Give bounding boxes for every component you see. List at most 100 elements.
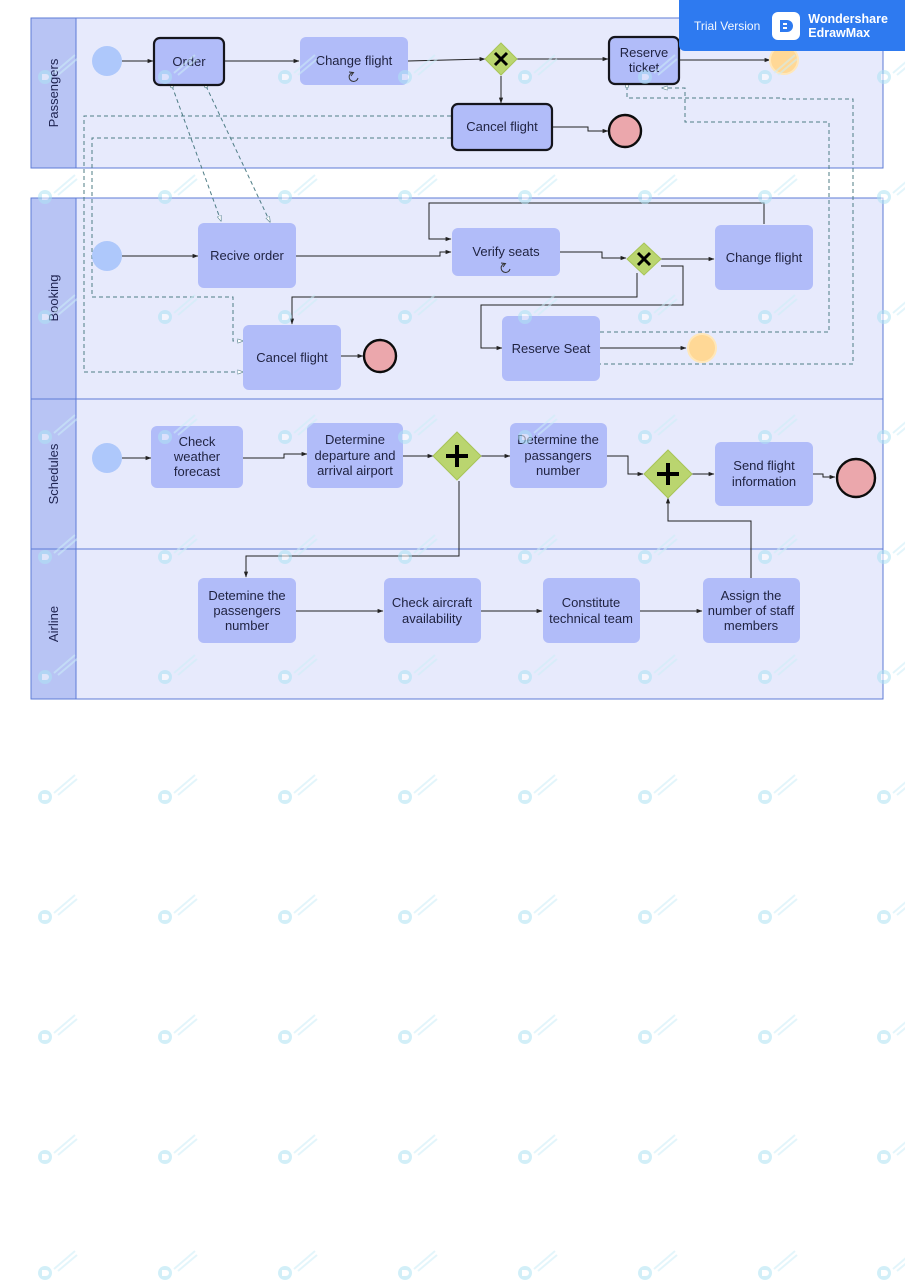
intermediate-event-booking[interactable] (687, 333, 717, 363)
edrawmax-watermark-icon (518, 1014, 558, 1044)
end-event-booking[interactable] (362, 338, 398, 374)
task-assign-staff-members[interactable]: Assign the number of staff members (703, 578, 800, 643)
edrawmax-watermark-icon (877, 1021, 905, 1044)
edrawmax-watermark-icon (877, 1141, 905, 1164)
edrawmax-watermark-icon (758, 174, 798, 204)
edrawmax-watermark-icon (877, 901, 905, 924)
lane-label-schedules: Schedules (46, 443, 61, 504)
end-event-schedules[interactable] (835, 457, 877, 499)
edrawmax-logo-icon (772, 11, 801, 40)
edrawmax-watermark-icon (278, 654, 318, 684)
loop-icon (500, 263, 511, 273)
sequence-flows (122, 56, 836, 614)
loop-icon (348, 71, 355, 77)
task-order[interactable]: Order (152, 36, 226, 87)
edrawmax-watermark-icon (38, 294, 78, 324)
sequence-flow (428, 202, 765, 242)
task-label: Change flight (726, 250, 803, 265)
edrawmax-watermark-icon (638, 534, 678, 564)
sequence-flow (665, 497, 752, 578)
task-check-weather-forecast[interactable]: Check weather forecast (151, 426, 243, 488)
plus-gateway-icon (446, 445, 468, 467)
task-send-flight-information[interactable]: Send flight information (715, 442, 813, 506)
task-label-line1: Assign the (721, 588, 782, 603)
edrawmax-watermark-icon (38, 414, 78, 444)
task-cancel-flight-booking[interactable]: Cancel flight (243, 325, 341, 390)
edrawmax-watermark-icon (278, 894, 318, 924)
task-determine-departure-arrival[interactable]: Determine departure and arrival airport (307, 423, 403, 488)
edrawmax-watermark-icon (638, 1250, 678, 1280)
start-event-booking[interactable] (92, 241, 122, 271)
parallel-gateway-schedules-split[interactable] (432, 431, 482, 481)
edrawmax-watermark-icon (38, 894, 78, 924)
sequence-flow (407, 57, 486, 62)
edrawmax-watermark-icon (38, 1134, 78, 1164)
edrawmax-watermark-icon (38, 54, 78, 84)
edrawmax-watermark-icon (398, 894, 438, 924)
task-detemine-passengers-number[interactable]: Detemine the passengers number (198, 578, 296, 643)
message-flow (600, 88, 830, 333)
edrawmax-watermark-icon (758, 894, 798, 924)
sequence-flow (813, 473, 836, 480)
message-flow (600, 83, 854, 365)
trial-version-banner[interactable]: Trial Version Wondershare EdrawMax (679, 0, 905, 51)
edrawmax-watermark-icon (877, 1257, 905, 1280)
edrawmax-watermark-icon (158, 654, 198, 684)
edrawmax-watermark-icon (398, 534, 438, 564)
edrawmax-watermark-icon (278, 54, 318, 84)
exclusive-gateway-booking[interactable] (626, 242, 662, 276)
parallel-gateway-schedules-join[interactable] (643, 449, 693, 499)
loop-icon (348, 72, 359, 82)
start-event-schedules[interactable] (92, 443, 122, 473)
edrawmax-watermark-icon (638, 54, 678, 84)
edrawmax-watermark-icon (398, 654, 438, 684)
edrawmax-watermark-icon (638, 174, 678, 204)
task-label: Recive order (210, 248, 284, 263)
edrawmax-watermark-icon (638, 414, 678, 444)
edrawmax-watermark-icon (638, 894, 678, 924)
task-label-line1: Check (179, 434, 216, 449)
task-label-line2: availability (402, 611, 462, 626)
task-label-line2: passengers (213, 603, 281, 618)
task-constitute-technical-team[interactable]: Constitute technical team (543, 578, 640, 643)
edrawmax-watermark-icon (398, 414, 438, 444)
task-label: Cancel flight (466, 119, 538, 134)
task-label-line1: Detemine the (208, 588, 285, 603)
edrawmax-watermark-icon (518, 414, 558, 444)
end-event-passengers[interactable] (607, 113, 643, 149)
edrawmax-watermark-icon (278, 1250, 318, 1280)
task-verify-seats[interactable]: Verify seats (452, 228, 560, 276)
edrawmax-watermark-icon (758, 534, 798, 564)
edrawmax-watermark-icon (158, 894, 198, 924)
task-label-line2: passangers (524, 448, 592, 463)
edrawmax-watermark-icon (638, 654, 678, 684)
task-label: Change flight (316, 53, 393, 68)
edrawmax-watermark-icon (518, 774, 558, 804)
watermark-layer (38, 54, 905, 1280)
x-gateway-icon (636, 251, 652, 267)
plus-gateway-icon (657, 463, 679, 485)
edrawmax-watermark-icon (278, 174, 318, 204)
task-check-aircraft-availability[interactable]: Check aircraft availability (384, 578, 481, 643)
lane-label-airline: Airline (46, 606, 61, 642)
task-cancel-flight-passengers[interactable]: Cancel flight (450, 102, 554, 152)
edrawmax-watermark-icon (158, 774, 198, 804)
task-label-line2: technical team (549, 611, 633, 626)
exclusive-gateway-passengers[interactable] (484, 42, 518, 76)
loop-icon (500, 262, 507, 268)
task-reserve-seat[interactable]: Reserve Seat (502, 316, 600, 381)
task-change-flight-passengers[interactable]: Change flight (300, 37, 408, 85)
edrawmax-watermark-icon (158, 294, 198, 324)
start-event-passengers[interactable] (92, 46, 122, 76)
task-label-line3: number (225, 618, 270, 633)
edrawmax-watermark-icon (398, 54, 438, 84)
edrawmax-watermark-icon (278, 1014, 318, 1044)
task-determine-passangers-number[interactable]: Determine the passangers number (510, 423, 607, 488)
task-label-line1: Check aircraft (392, 595, 473, 610)
edrawmax-watermark-icon (758, 774, 798, 804)
edrawmax-watermark-icon (38, 1014, 78, 1044)
task-recive-order[interactable]: Recive order (198, 223, 296, 288)
task-change-flight-booking[interactable]: Change flight (715, 225, 813, 290)
events (92, 45, 877, 499)
